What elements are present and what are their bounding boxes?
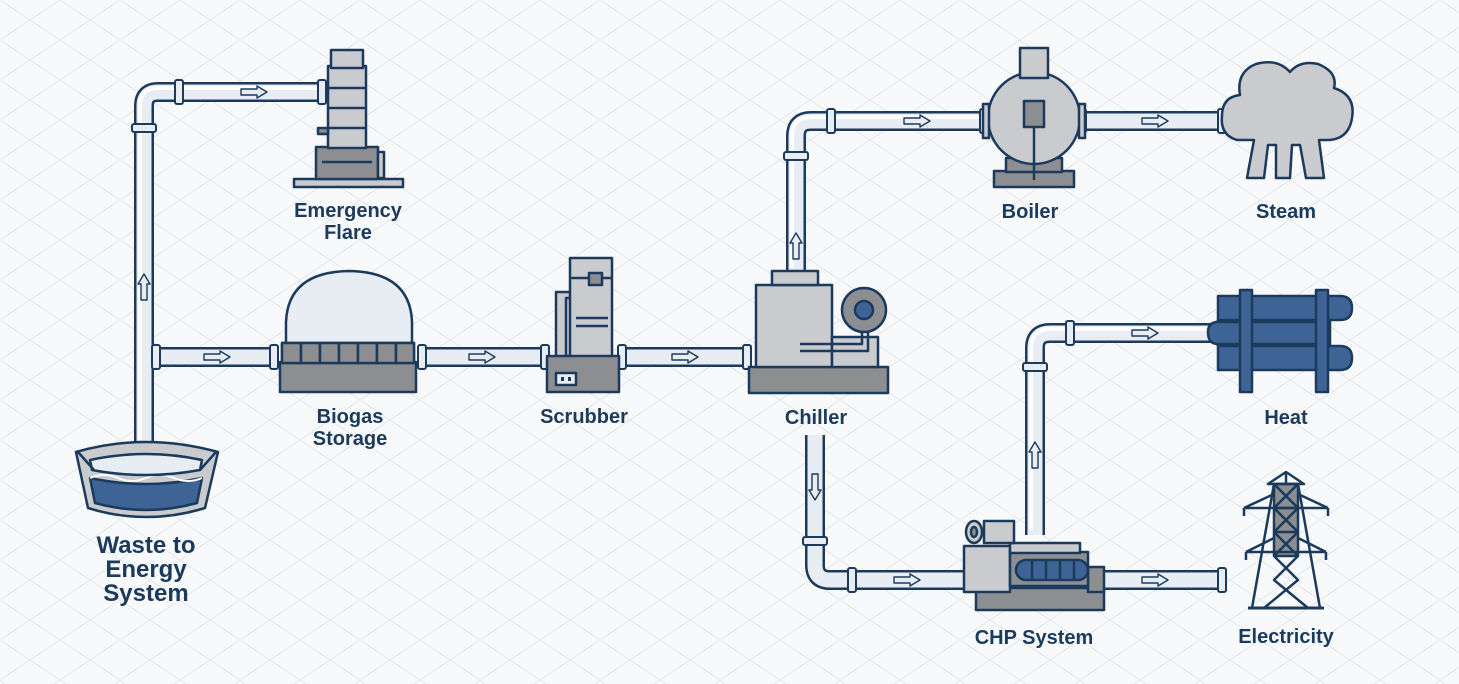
scrubber-label: Scrubber [540, 406, 628, 428]
waste-tank-icon [74, 440, 220, 519]
biogas-storage-label: Biogas Storage [312, 406, 388, 450]
scrubber-icon [545, 256, 621, 394]
boiler-label: Boiler [1001, 201, 1059, 223]
biogas-storage-icon [278, 269, 418, 394]
steam-icon [1220, 61, 1354, 180]
emergency-flare-icon [292, 48, 405, 189]
chp-system-icon [962, 519, 1106, 612]
heat-exchanger-icon [1206, 288, 1354, 394]
boiler-icon [981, 46, 1087, 189]
emergency-flare-label: Emergency Flare [294, 200, 402, 244]
steam-label: Steam [1255, 201, 1317, 223]
chiller-label: Chiller [784, 407, 848, 429]
waste-to-energy-label: Waste to Energy System [96, 532, 196, 607]
electricity-label: Electricity [1238, 626, 1334, 648]
heat-label: Heat [1264, 407, 1308, 429]
pipes [131, 79, 1227, 593]
chp-system-label: CHP System [974, 627, 1094, 649]
electricity-tower-icon [1242, 470, 1330, 610]
chiller-icon [747, 269, 890, 395]
